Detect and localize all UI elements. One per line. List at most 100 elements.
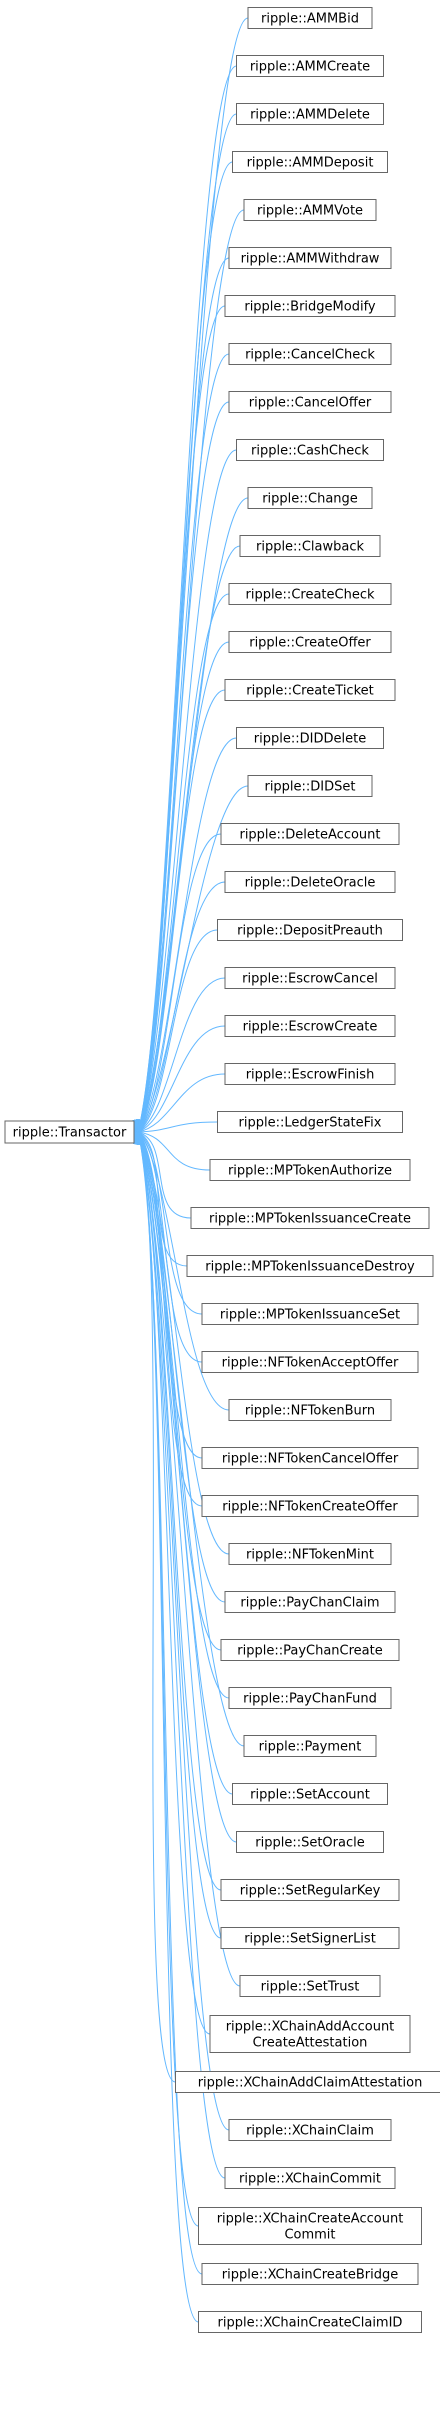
class-node-escrowcreate[interactable]: ripple::EscrowCreate <box>224 1015 396 1037</box>
class-node-box <box>236 1831 384 1853</box>
class-node-mptokenissuanceset[interactable]: ripple::MPTokenIssuanceSet <box>201 1303 419 1325</box>
inheritance-edge-cancelcheck <box>138 353 230 1132</box>
class-node-escrowcancel[interactable]: ripple::EscrowCancel <box>224 967 396 989</box>
class-node-label: ripple::MPTokenIssuanceSet <box>220 1308 400 1323</box>
base-class-node[interactable]: ripple::Transactor <box>4 1120 135 1144</box>
class-node-ammvote[interactable]: ripple::AMMVote <box>243 199 377 221</box>
class-node-ammcreate[interactable]: ripple::AMMCreate <box>236 55 384 77</box>
class-node-nftokenmint[interactable]: ripple::NFTokenMint <box>228 1543 392 1565</box>
class-node-box <box>175 2071 440 2093</box>
class-node-box <box>228 247 392 269</box>
class-node-xchaincreateclaimid[interactable]: ripple::XChainCreateClaimID <box>198 2311 422 2333</box>
inheritance-edge-paychanclaim <box>138 1132 226 1603</box>
class-node-label: ripple::SetOracle <box>255 1836 364 1851</box>
class-node-label: ripple::MPTokenIssuanceCreate <box>209 1212 411 1227</box>
class-node-ammdeposit[interactable]: ripple::AMMDeposit <box>232 151 388 173</box>
class-node-label: ripple::EscrowCreate <box>243 1020 378 1035</box>
class-node-clawback[interactable]: ripple::Clawback <box>239 535 381 557</box>
class-node-createcheck[interactable]: ripple::CreateCheck <box>228 583 392 605</box>
class-node-mptokenauthorize[interactable]: ripple::MPTokenAuthorize <box>209 1159 411 1181</box>
class-node-box <box>217 1111 403 1133</box>
class-node-label: ripple::DeleteAccount <box>239 828 380 843</box>
class-node-box <box>224 1063 396 1085</box>
inheritance-edge-nftokenburn <box>138 1132 230 1411</box>
class-node-label: ripple::XChainAddAccount <box>226 2020 395 2035</box>
class-node-label: ripple::AMMWithdraw <box>241 252 380 267</box>
class-node-deleteoracle[interactable]: ripple::DeleteOracle <box>224 871 396 893</box>
class-node-xchainaddclaimattestation[interactable]: ripple::XChainAddClaimAttestation <box>175 2071 440 2093</box>
class-node-canceloffer[interactable]: ripple::CancelOffer <box>228 391 392 413</box>
inheritance-edges <box>138 17 249 2323</box>
class-node-ammwithdraw[interactable]: ripple::AMMWithdraw <box>228 247 392 269</box>
class-node-didset[interactable]: ripple::DIDSet <box>247 775 373 797</box>
class-node-box <box>209 2015 411 2053</box>
inheritance-edge-canceloffer <box>138 401 230 1132</box>
class-node-label: ripple::LedgerStateFix <box>239 1116 382 1131</box>
inheritance-edge-xchaincreateclaimid <box>138 1132 199 2323</box>
class-node-box <box>228 391 392 413</box>
class-node-paychanclaim[interactable]: ripple::PayChanClaim <box>224 1591 396 1613</box>
class-node-box <box>236 727 384 749</box>
class-node-nftokenburn[interactable]: ripple::NFTokenBurn <box>228 1399 392 1421</box>
class-node-payment[interactable]: ripple::Payment <box>243 1735 377 1757</box>
class-node-label: ripple::NFTokenAcceptOffer <box>222 1356 399 1371</box>
class-node-paychancreate[interactable]: ripple::PayChanCreate <box>220 1639 400 1661</box>
inheritance-edge-escrowfinish <box>138 1073 226 1132</box>
class-node-box <box>220 1639 400 1661</box>
class-node-paychanfund[interactable]: ripple::PayChanFund <box>228 1687 392 1709</box>
class-node-bridgemodify[interactable]: ripple::BridgeModify <box>224 295 396 317</box>
class-node-box <box>228 1687 392 1709</box>
class-node-cashcheck[interactable]: ripple::CashCheck <box>236 439 384 461</box>
class-node-label: ripple::XChainCreateBridge <box>222 2268 399 2283</box>
class-node-ledgerstatefix[interactable]: ripple::LedgerStateFix <box>217 1111 403 1133</box>
class-node-box <box>236 55 384 77</box>
class-node-nftokencreateoffer[interactable]: ripple::NFTokenCreateOffer <box>201 1495 419 1517</box>
class-node-escrowfinish[interactable]: ripple::EscrowFinish <box>224 1063 396 1085</box>
class-node-change[interactable]: ripple::Change <box>247 487 373 509</box>
inheritance-edge-ammdelete <box>138 113 237 1132</box>
class-node-box <box>201 1447 419 1469</box>
class-node-box <box>236 439 384 461</box>
class-node-box <box>201 2263 419 2285</box>
class-node-setoracle[interactable]: ripple::SetOracle <box>236 1831 384 1853</box>
inheritance-edge-deleteaccount <box>138 833 222 1132</box>
class-node-createoffer[interactable]: ripple::CreateOffer <box>228 631 392 653</box>
class-node-label: ripple::AMMDelete <box>250 108 370 123</box>
class-node-setaccount[interactable]: ripple::SetAccount <box>232 1783 388 1805</box>
class-node-xchainaddaccount-createattestation[interactable]: ripple::XChainAddAccountCreateAttestatio… <box>209 2015 411 2053</box>
class-node-xchainclaim[interactable]: ripple::XChainClaim <box>228 2119 392 2141</box>
class-node-xchaincreatebridge[interactable]: ripple::XChainCreateBridge <box>201 2263 419 2285</box>
class-node-label: ripple::DIDDelete <box>254 732 366 747</box>
class-node-label: CreateAttestation <box>253 2036 368 2051</box>
class-node-box <box>239 1975 381 1997</box>
class-node-mptokenissuancecreate[interactable]: ripple::MPTokenIssuanceCreate <box>190 1207 430 1229</box>
class-node-mptokenissuancedestroy[interactable]: ripple::MPTokenIssuanceDestroy <box>186 1255 434 1277</box>
class-node-label: ripple::DeleteOracle <box>245 876 376 891</box>
class-node-setregularkey[interactable]: ripple::SetRegularKey <box>220 1879 400 1901</box>
class-node-label: ripple::CreateTicket <box>246 684 374 699</box>
class-node-deleteaccount[interactable]: ripple::DeleteAccount <box>220 823 400 845</box>
class-node-setsignerlist[interactable]: ripple::SetSignerList <box>220 1927 400 1949</box>
class-node-xchaincommit[interactable]: ripple::XChainCommit <box>224 2167 396 2189</box>
class-node-label: ripple::MPTokenIssuanceDestroy <box>205 1260 415 1275</box>
class-node-ammbid[interactable]: ripple::AMMBid <box>247 7 373 29</box>
class-node-label: ripple::NFTokenCancelOffer <box>222 1452 399 1467</box>
class-node-label: ripple::AMMVote <box>257 204 363 219</box>
class-node-nftokencanceloffer[interactable]: ripple::NFTokenCancelOffer <box>201 1447 419 1469</box>
class-node-label: ripple::NFTokenBurn <box>245 1404 375 1419</box>
class-node-label: ripple::SetRegularKey <box>240 1884 381 1899</box>
class-node-label: Commit <box>284 2228 335 2243</box>
class-node-nftokenacceptoffer[interactable]: ripple::NFTokenAcceptOffer <box>201 1351 419 1373</box>
class-node-label: ripple::BridgeModify <box>244 300 376 315</box>
class-node-createticket[interactable]: ripple::CreateTicket <box>224 679 396 701</box>
class-node-settrust[interactable]: ripple::SetTrust <box>239 1975 381 1997</box>
class-node-diddelete[interactable]: ripple::DIDDelete <box>236 727 384 749</box>
class-node-box <box>224 679 396 701</box>
inheritance-edge-escrowcreate <box>138 1025 226 1132</box>
class-node-depositpreauth[interactable]: ripple::DepositPreauth <box>217 919 403 941</box>
class-node-cancelcheck[interactable]: ripple::CancelCheck <box>228 343 392 365</box>
class-node-label: ripple::Payment <box>259 1740 362 1755</box>
class-node-ammdelete[interactable]: ripple::AMMDelete <box>236 103 384 125</box>
class-node-label: ripple::PayChanFund <box>243 1692 377 1707</box>
